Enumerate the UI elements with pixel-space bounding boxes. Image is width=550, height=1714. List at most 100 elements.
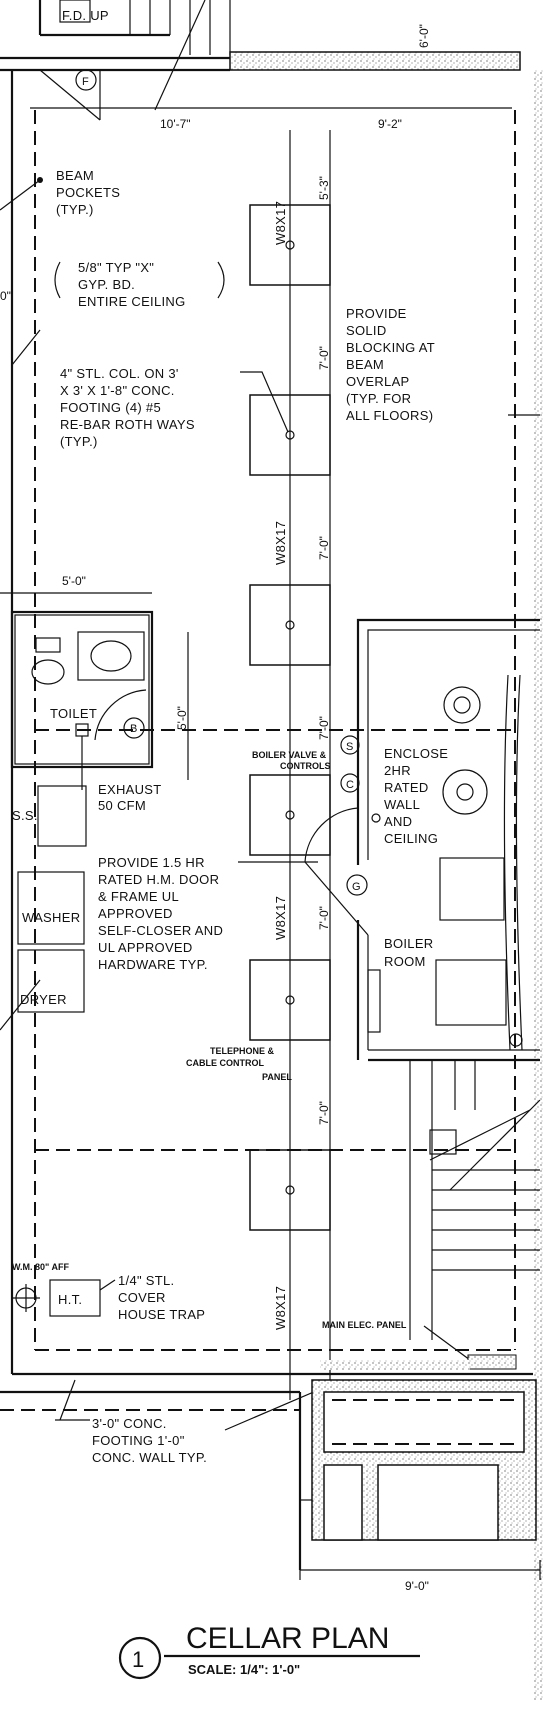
note-block-line-3: BLOCKING AT bbox=[346, 340, 435, 355]
note-beam-line-3: (TYP.) bbox=[56, 202, 94, 217]
dryer-label: DRYER bbox=[20, 992, 67, 1007]
boiler-room-label-1: BOILER bbox=[384, 936, 433, 951]
note-footing-line-3: CONC. WALL TYP. bbox=[92, 1450, 207, 1465]
house-trap-area: W.M. 80" AFF H.T. 1/4" STL. COVER HOUSE … bbox=[12, 1262, 205, 1322]
note-col-line-5: (TYP.) bbox=[60, 434, 98, 449]
door-tag-b bbox=[123, 717, 145, 739]
ss-label: S.S. bbox=[12, 808, 38, 823]
tag-g-label: G bbox=[352, 881, 361, 893]
note-trap-line-1: 1/4" STL. bbox=[118, 1273, 174, 1288]
boiler-room-label-2: ROOM bbox=[384, 954, 426, 969]
note-col-line-2: X 3' X 1'-8" CONC. bbox=[60, 383, 175, 398]
note-block-line-7: ALL FLOORS) bbox=[346, 408, 433, 423]
cellar-stair bbox=[35, 1060, 541, 1340]
dim-d5: 7'-0" bbox=[317, 906, 331, 930]
dim-d2: 7'-0" bbox=[317, 346, 331, 370]
dim-d3: 7'-0" bbox=[317, 536, 331, 560]
note-door-line-6: UL APPROVED bbox=[98, 940, 193, 955]
door-tag-b-label: B bbox=[130, 723, 137, 735]
note-enclose-line-5: AND bbox=[384, 814, 412, 829]
dim-left-edge: 0" bbox=[0, 289, 11, 303]
beam-label-3: W8X17 bbox=[273, 896, 288, 940]
dim-bottom: 9'-0" bbox=[405, 1579, 429, 1593]
note-door-line-2: RATED H.M. DOOR bbox=[98, 872, 219, 887]
note-door-line-1: PROVIDE 1.5 HR bbox=[98, 855, 205, 870]
fd-up-label: F.D. UP bbox=[62, 8, 109, 23]
toilet-room: 5'-0" TOILET 5'-0" B EXHAUST 50 CFM bbox=[0, 574, 189, 813]
footing-3 bbox=[249, 584, 331, 666]
footing-4 bbox=[249, 774, 331, 856]
note-enclose-line-2: 2HR bbox=[384, 763, 411, 778]
note-column: 4" STL. COL. ON 3' X 3' X 1'-8" CONC. FO… bbox=[60, 366, 289, 449]
beam-label-2: W8X17 bbox=[273, 521, 288, 565]
footing-1 bbox=[249, 204, 331, 286]
foundation: 3'-0" CONC. FOOTING 1'-0" CONC. WALL TYP… bbox=[0, 1379, 541, 1593]
dim-top-left: 10'-7" bbox=[160, 117, 191, 131]
tag-c-label: C bbox=[346, 779, 354, 791]
note-block-line-4: BEAM bbox=[346, 357, 384, 372]
note-enclose-line-4: WALL bbox=[384, 797, 420, 812]
note-gyp-line-2: GYP. BD. bbox=[78, 277, 135, 292]
note-block-line-1: PROVIDE bbox=[346, 306, 407, 321]
note-block-line-2: SOLID bbox=[346, 323, 387, 338]
note-enclose-line-1: ENCLOSE bbox=[384, 746, 448, 761]
note-telephone-3: PANEL bbox=[262, 1072, 292, 1082]
dim-top-right: 9'-2" bbox=[378, 117, 402, 131]
note-blocking: PROVIDE SOLID BLOCKING AT BEAM OVERLAP (… bbox=[346, 306, 540, 423]
ht-label: H.T. bbox=[58, 1292, 82, 1307]
note-gyp-line-3: ENTIRE CEILING bbox=[78, 294, 186, 309]
beam-labels: W8X17 W8X17 W8X17 W8X17 bbox=[273, 201, 288, 1330]
note-exhaust-line-1: EXHAUST bbox=[98, 782, 162, 797]
note-door-line-7: HARDWARE TYP. bbox=[98, 957, 208, 972]
tag-s-label: S bbox=[346, 741, 353, 753]
note-gyp-line-1: 5/8" TYP "X" bbox=[78, 260, 154, 275]
telephone-panel bbox=[367, 969, 381, 1033]
note-col-line-4: RE-BAR ROTH WAYS bbox=[60, 417, 195, 432]
note-enclose-line-3: RATED bbox=[384, 780, 429, 795]
note-block-line-6: (TYP. FOR bbox=[346, 391, 411, 406]
footing-5 bbox=[249, 959, 331, 1041]
note-door-line-4: APPROVED bbox=[98, 906, 173, 921]
note-trap-line-3: HOUSE TRAP bbox=[118, 1307, 205, 1322]
laundry-area: S.S. WASHER DRYER bbox=[0, 785, 87, 1031]
dim-top-vertical: 6'-0" bbox=[417, 24, 431, 48]
beam-dimensions: 5'-3" 7'-0" 7'-0" 7'-0" 7'-0" 7'-0" bbox=[317, 176, 331, 1125]
note-exhaust-line-2: 50 CFM bbox=[98, 798, 146, 813]
note-beam-pockets: BEAM POCKETS (TYP.) bbox=[0, 168, 120, 217]
dim-toilet-width: 5'-0" bbox=[62, 574, 86, 588]
dim-d4: 7'-0" bbox=[317, 716, 331, 740]
main-elec-panel: MAIN ELEC. PANEL bbox=[320, 1320, 517, 1370]
title-number-bubble bbox=[118, 1636, 162, 1680]
boiler-room: ENCLOSE 2HR RATED WALL AND CEILING BOILE… bbox=[304, 618, 540, 1062]
dim-d6: 7'-0" bbox=[317, 1101, 331, 1125]
note-main-elec: MAIN ELEC. PANEL bbox=[322, 1320, 407, 1330]
note-door-line-5: SELF-CLOSER AND bbox=[98, 923, 223, 938]
door-tag-f bbox=[75, 69, 97, 91]
note-block-line-5: OVERLAP bbox=[346, 374, 410, 389]
beam-label-4: W8X17 bbox=[273, 1286, 288, 1330]
top-stair-area: F.D. UP F 6'-0" 10'-7" 9'-2" 0" bbox=[0, 0, 521, 303]
note-boiler-valve-1: BOILER VALVE & bbox=[252, 750, 327, 760]
title-scale: SCALE: 1/4": 1'-0" bbox=[188, 1662, 300, 1677]
column-footings bbox=[249, 204, 331, 1231]
note-wm: W.M. 80" AFF bbox=[12, 1262, 69, 1272]
equipment-tags: S C G BOILER VALVE & CONTROLS TELEPHONE … bbox=[186, 735, 381, 1082]
note-beam-line-1: BEAM bbox=[56, 168, 94, 183]
note-footing-line-1: 3'-0" CONC. bbox=[92, 1416, 167, 1431]
note-telephone-1: TELEPHONE & bbox=[210, 1046, 275, 1056]
title-number: 1 bbox=[132, 1647, 145, 1672]
beam-label-1: W8X17 bbox=[273, 201, 288, 245]
note-beam-line-2: POCKETS bbox=[56, 185, 120, 200]
footing-2 bbox=[249, 394, 331, 476]
note-col-line-1: 4" STL. COL. ON 3' bbox=[60, 366, 179, 381]
title-block: 1 CELLAR PLAN SCALE: 1/4": 1'-0" bbox=[118, 1622, 420, 1680]
note-door: PROVIDE 1.5 HR RATED H.M. DOOR & FRAME U… bbox=[98, 855, 318, 972]
toilet-label: TOILET bbox=[50, 706, 97, 721]
note-telephone-2: CABLE CONTROL bbox=[186, 1058, 264, 1068]
dim-d1: 5'-3" bbox=[317, 176, 331, 200]
note-enclose-line-6: CEILING bbox=[384, 831, 438, 846]
note-boiler-valve-2: CONTROLS bbox=[280, 761, 331, 771]
note-footing-line-2: FOOTING 1'-0" bbox=[92, 1433, 185, 1448]
note-gyp-board: 5/8" TYP "X" GYP. BD. ENTIRE CEILING bbox=[54, 260, 225, 309]
